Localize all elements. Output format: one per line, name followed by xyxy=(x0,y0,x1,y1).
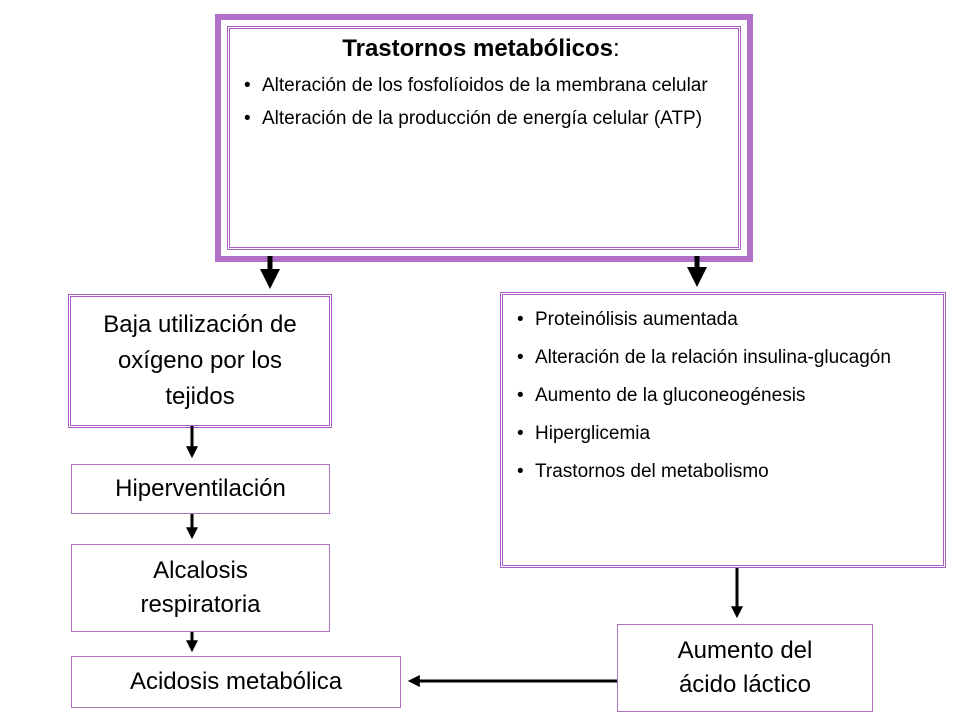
box-alcalosis: Alcalosis respiratoria xyxy=(71,544,330,632)
box-acidosis: Acidosis metabólica xyxy=(71,656,401,708)
box-baja-utilizacion-text: Baja utilización de oxígeno por los teji… xyxy=(103,311,297,410)
right-list-item: Proteinólisis aumentada xyxy=(513,308,933,332)
box-acido-lactico-text: Aumento del ácido láctico xyxy=(677,637,813,698)
box-alcalosis-text: Alcalosis respiratoria xyxy=(140,557,261,618)
top-box-title-text: Trastornos metabólicos xyxy=(342,35,614,62)
right-list-item: Trastornos del metabolismo xyxy=(513,460,933,484)
box-hiperventilacion: Hiperventilación xyxy=(71,464,330,514)
top-box-item: Alteración de la producción de energía c… xyxy=(240,106,722,131)
right-list-box: Proteinólisis aumentada Alteración de la… xyxy=(500,292,946,568)
top-box-item: Alteración de los fosfolíoidos de la mem… xyxy=(240,73,722,98)
box-acido-lactico: Aumento del ácido láctico xyxy=(617,624,873,712)
box-acidosis-text: Acidosis metabólica xyxy=(129,668,343,695)
top-box-inner: Trastornos metabólicos: Alteración de lo… xyxy=(227,26,741,250)
top-box-list: Alteración de los fosfolíoidos de la mem… xyxy=(240,73,722,131)
box-hiperventilacion-text: Hiperventilación xyxy=(115,475,286,502)
right-list-item: Hiperglicemia xyxy=(513,422,933,446)
right-list-item: Aumento de la gluconeogénesis xyxy=(513,384,933,408)
box-baja-utilizacion: Baja utilización de oxígeno por los teji… xyxy=(68,294,332,428)
top-box-title: Trastornos metabólicos: xyxy=(240,35,722,63)
right-list-item: Alteración de la relación insulina-gluca… xyxy=(513,346,933,370)
top-box-title-colon: : xyxy=(613,35,620,62)
top-box: Trastornos metabólicos: Alteración de lo… xyxy=(215,14,753,262)
right-list: Proteinólisis aumentada Alteración de la… xyxy=(513,308,933,484)
